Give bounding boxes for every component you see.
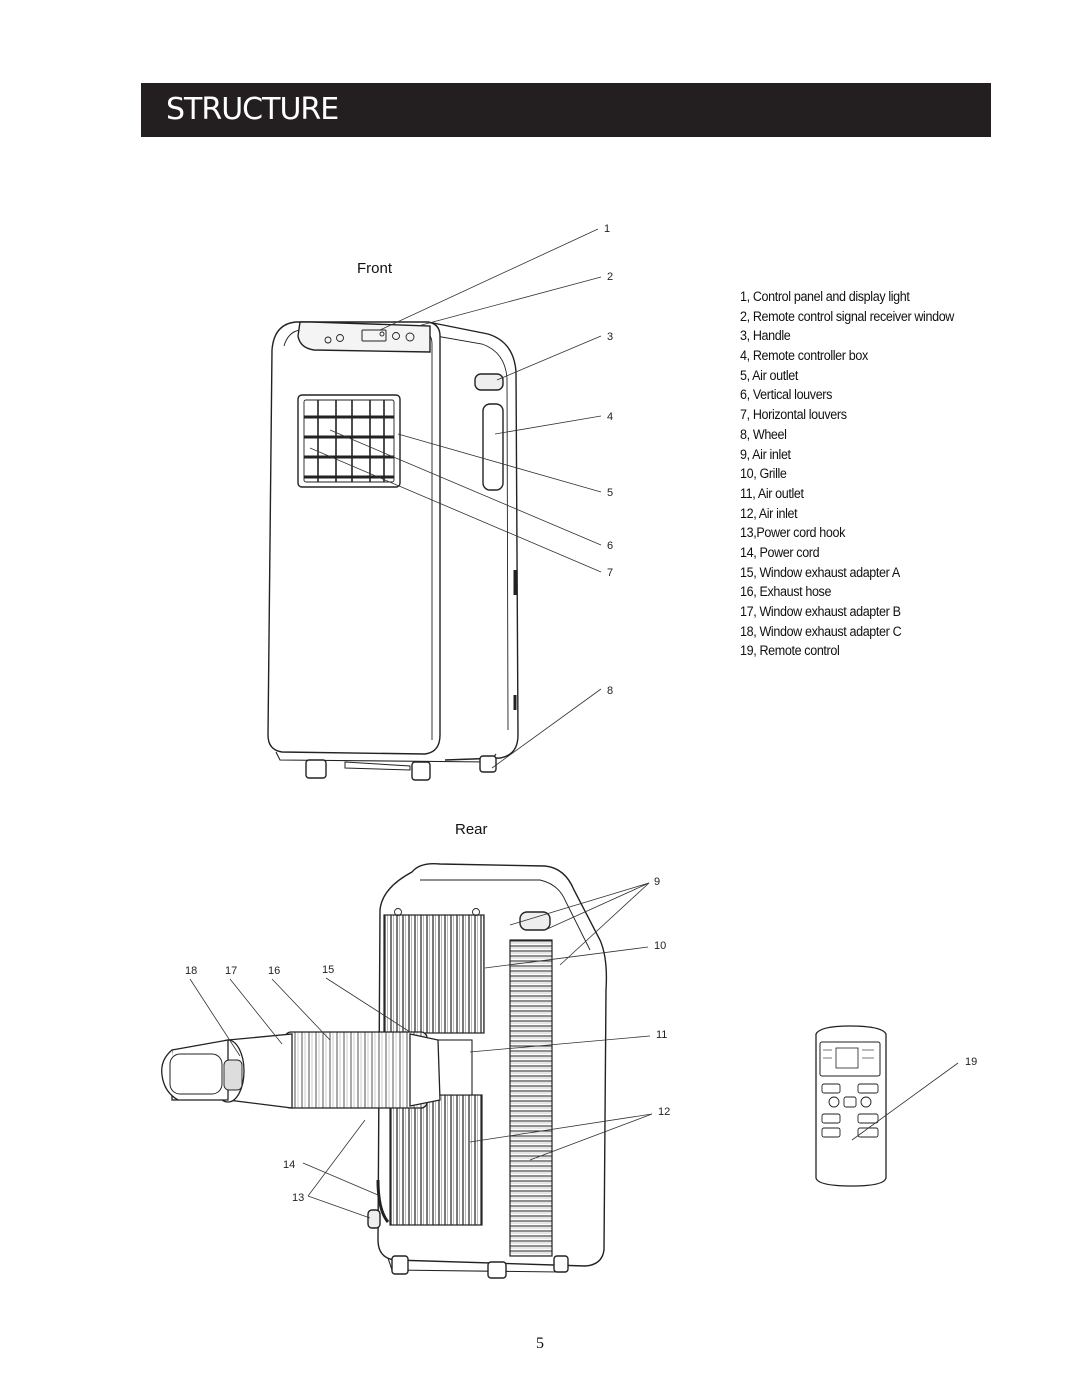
callout-number: 9 — [654, 876, 661, 888]
callout-number: 15 — [322, 964, 335, 976]
callout-number: 6 — [607, 540, 614, 552]
parts-list-item: 15, Window exhaust adapter A — [740, 564, 900, 580]
callout-number: 7 — [607, 567, 614, 579]
remote-control-drawing — [815, 1025, 887, 1187]
callout-number: 12 — [658, 1106, 671, 1118]
rear-unit-drawing — [367, 862, 608, 1279]
parts-list-item: 13,Power cord hook — [740, 525, 845, 541]
parts-list-item: 17, Window exhaust adapter B — [740, 604, 901, 619]
parts-list-item: 10, Grille — [740, 466, 787, 482]
callout-number: 19 — [965, 1056, 978, 1068]
front-view-label: Front — [357, 260, 393, 277]
parts-list-item: 9, Air inlet — [740, 446, 791, 462]
parts-list-item: 12, Air inlet — [740, 505, 798, 521]
callout-number: 14 — [283, 1159, 296, 1171]
parts-list-item: 16, Exhaust hose — [740, 584, 832, 600]
exhaust-hose-drawing — [161, 1031, 441, 1109]
remote-leader-line — [851, 1062, 959, 1141]
parts-list-item: 1, Control panel and display light — [740, 289, 910, 304]
callout-number: 17 — [225, 965, 238, 977]
parts-list-item: 7, Horizontal louvers — [740, 407, 847, 423]
callout-number: 16 — [268, 965, 281, 977]
parts-list-item: 5, Air outlet — [740, 367, 798, 383]
front-unit-drawing — [267, 321, 519, 781]
section-title: STRUCTURE — [166, 92, 339, 127]
page-number: 5 — [536, 1335, 544, 1352]
callout-number: 10 — [654, 940, 667, 952]
callout-number: 18 — [185, 965, 198, 977]
parts-list: 1, Control panel and display light 2, Re… — [740, 287, 970, 661]
callout-number: 1 — [604, 223, 611, 235]
parts-list-item: 6, Vertical louvers — [740, 387, 833, 403]
parts-list-item: 8, Wheel — [740, 426, 787, 442]
callout-number: 4 — [607, 411, 614, 423]
rear-leader-lines — [189, 882, 653, 1219]
callout-number: 3 — [607, 331, 614, 343]
parts-list-item: 4, Remote controller box — [740, 348, 868, 364]
callout-number: 8 — [607, 685, 614, 697]
rear-view-label: Rear — [455, 821, 488, 838]
parts-list-item: 3, Handle — [740, 328, 791, 344]
callout-number: 2 — [607, 271, 614, 283]
section-banner: STRUCTURE — [141, 83, 991, 137]
callout-number: 5 — [607, 487, 614, 499]
parts-list-item: 2, Remote control signal receiver window — [740, 308, 955, 324]
parts-list-item: 14, Power cord — [740, 544, 820, 560]
front-leader-lines — [309, 228, 602, 769]
parts-list-item: 19, Remote control — [740, 643, 840, 659]
parts-list-item: 18, Window exhaust adapter C — [740, 623, 902, 639]
callout-number: 13 — [292, 1192, 305, 1204]
callout-number: 11 — [656, 1029, 668, 1041]
parts-list-item: 11, Air outlet — [740, 485, 804, 501]
